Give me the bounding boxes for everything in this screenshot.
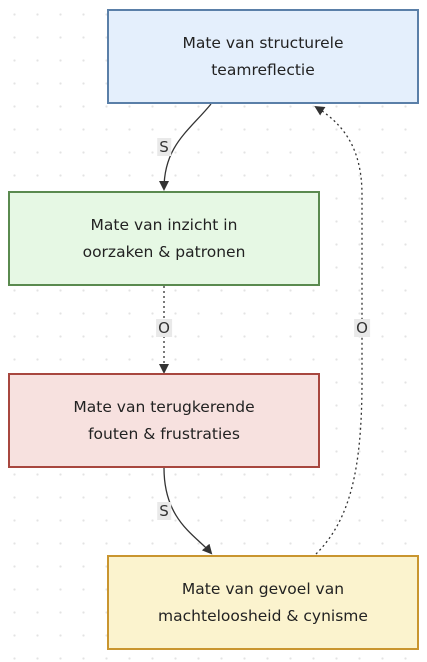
node-label-fouten: Mate van terugkerende fouten & frustrati… [73, 397, 255, 443]
edge-machteloosheid-to-teamreflectie [314, 105, 363, 555]
node-label-inzicht: Mate van inzicht in oorzaken & patronen [82, 215, 246, 261]
edge-label-machteloosheid-teamreflectie: O [354, 319, 370, 337]
edge-fouten-to-machteloosheid [163, 467, 213, 555]
edge-label-teamreflectie-inzicht: S [157, 138, 171, 156]
edge-label-inzicht-fouten: O [156, 319, 172, 337]
edge-teamreflectie-to-inzicht [159, 103, 212, 191]
node-label-teamreflectie: Mate van structurele teamreflectie [182, 33, 344, 79]
node-terugkerende-fouten: Mate van terugkerende fouten & frustrati… [8, 373, 320, 468]
node-machteloosheid-cynisme: Mate van gevoel van machteloosheid & cyn… [107, 555, 419, 650]
edge-label-fouten-machteloosheid: S [157, 502, 171, 520]
node-structurele-teamreflectie: Mate van structurele teamreflectie [107, 9, 419, 104]
node-label-machteloosheid: Mate van gevoel van machteloosheid & cyn… [158, 579, 368, 625]
node-inzicht-oorzaken: Mate van inzicht in oorzaken & patronen [8, 191, 320, 286]
